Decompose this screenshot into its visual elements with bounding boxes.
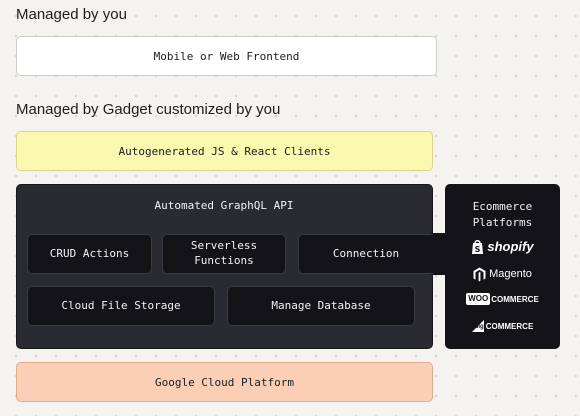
shopify-wordmark: shopify bbox=[487, 238, 534, 254]
graphql-api-title: Automated GraphQL API bbox=[154, 199, 294, 212]
magento-logo: Magento bbox=[445, 265, 560, 283]
ecommerce-title-line2: Platforms bbox=[472, 215, 533, 229]
cloud-file-storage-label: Cloud File Storage bbox=[61, 298, 181, 312]
section-heading-managed-by-you: Managed by you bbox=[16, 6, 127, 23]
cloud-file-storage-box: Cloud File Storage bbox=[27, 286, 215, 326]
frontend-label: Mobile or Web Frontend bbox=[153, 49, 300, 63]
google-cloud-platform-box: Google Cloud Platform bbox=[16, 362, 433, 402]
serverless-label-line2: Functions bbox=[194, 254, 254, 267]
shopify-bag-icon: S bbox=[472, 239, 484, 254]
woocommerce-wordmark: COMMERCE bbox=[491, 294, 539, 304]
svg-text:S: S bbox=[475, 245, 481, 254]
shopify-logo: S shopify bbox=[445, 237, 560, 255]
woocommerce-logo: WOO COMMERCE bbox=[445, 291, 560, 307]
connection-box: Connection bbox=[298, 234, 433, 274]
woocommerce-badge-icon: WOO bbox=[466, 293, 491, 305]
clients-label: Autogenerated JS & React Clients bbox=[118, 144, 331, 158]
crud-actions-label: CRUD Actions bbox=[49, 246, 130, 260]
serverless-functions-box: Serverless Functions bbox=[162, 234, 286, 274]
ecommerce-title: Ecommerce Platforms bbox=[445, 199, 560, 231]
ecommerce-panel bbox=[445, 184, 560, 349]
frontend-box: Mobile or Web Frontend bbox=[16, 36, 437, 76]
clients-box: Autogenerated JS & React Clients bbox=[16, 131, 433, 171]
bigcommerce-wordmark: COMMERCE bbox=[485, 321, 534, 331]
section-heading-managed-by-gadget: Managed by Gadget customized by you bbox=[16, 101, 281, 118]
bigcommerce-prefix: big bbox=[474, 324, 484, 330]
woocommerce-badge-text: WOO bbox=[468, 294, 489, 303]
manage-database-box: Manage Database bbox=[227, 286, 415, 326]
magento-icon bbox=[473, 267, 486, 281]
bigcommerce-logo: big COMMERCE bbox=[445, 318, 560, 334]
serverless-label-line1: Serverless bbox=[190, 239, 258, 253]
manage-database-label: Manage Database bbox=[271, 298, 371, 312]
connection-label: Connection bbox=[332, 246, 400, 260]
bigcommerce-icon bbox=[471, 320, 484, 332]
connection-bridge bbox=[431, 233, 447, 275]
ecommerce-title-line1: Ecommerce bbox=[472, 200, 533, 213]
crud-actions-box: CRUD Actions bbox=[27, 234, 152, 274]
magento-wordmark: Magento bbox=[489, 268, 532, 280]
google-cloud-platform-label: Google Cloud Platform bbox=[154, 375, 295, 389]
